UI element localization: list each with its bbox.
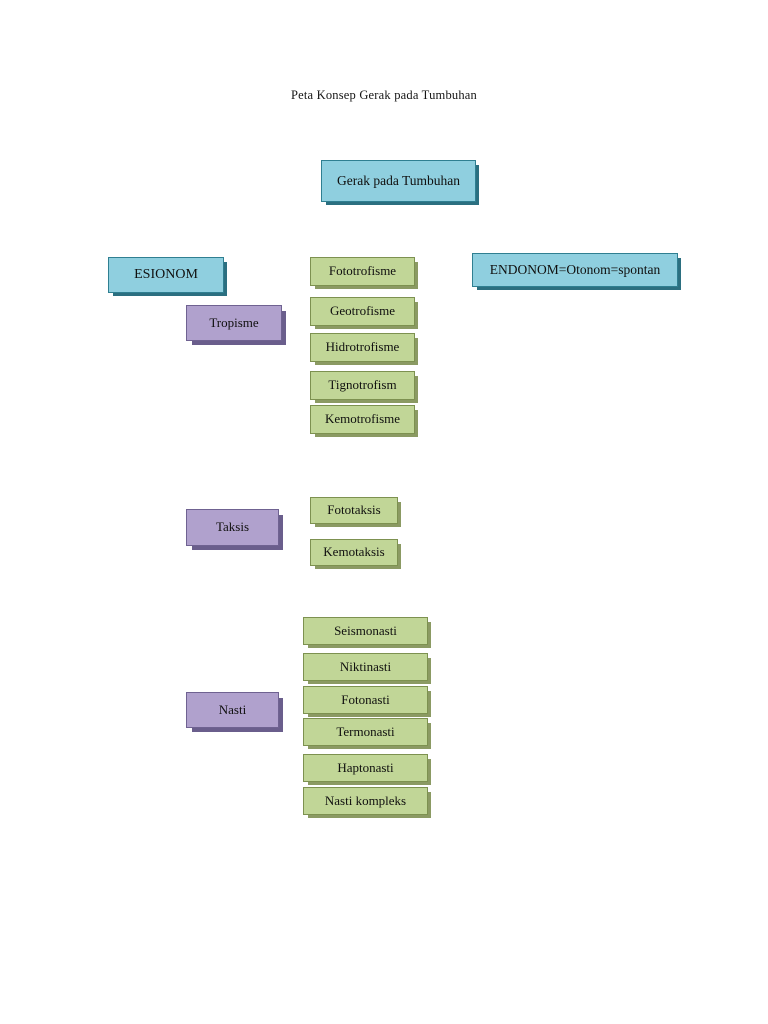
node-niktinasti[interactable]: Niktinasti: [303, 653, 428, 681]
node-hidrotrofisme[interactable]: Hidrotrofisme: [310, 333, 415, 362]
node-geotrofisme[interactable]: Geotrofisme: [310, 297, 415, 326]
node-haptonasti[interactable]: Haptonasti: [303, 754, 428, 782]
node-group-tropisme[interactable]: Tropisme: [186, 305, 282, 341]
node-kemotrofisme[interactable]: Kemotrofisme: [310, 405, 415, 434]
node-kemotaksis[interactable]: Kemotaksis: [310, 539, 398, 566]
node-endonom[interactable]: ENDONOM=Otonom=spontan: [472, 253, 678, 287]
node-group-nasti[interactable]: Nasti: [186, 692, 279, 728]
node-tignotrofism[interactable]: Tignotrofism: [310, 371, 415, 400]
node-group-taksis[interactable]: Taksis: [186, 509, 279, 546]
node-fototrofisme[interactable]: Fototrofisme: [310, 257, 415, 286]
node-root-gerak-pada-tumbuhan[interactable]: Gerak pada Tumbuhan: [321, 160, 476, 202]
node-fotonasti[interactable]: Fotonasti: [303, 686, 428, 714]
node-esionom[interactable]: ESIONOM: [108, 257, 224, 293]
node-fototaksis[interactable]: Fototaksis: [310, 497, 398, 524]
node-seismonasti[interactable]: Seismonasti: [303, 617, 428, 645]
node-termonasti[interactable]: Termonasti: [303, 718, 428, 746]
node-nasti-kompleks[interactable]: Nasti kompleks: [303, 787, 428, 815]
page-title: Peta Konsep Gerak pada Tumbuhan: [290, 88, 478, 102]
